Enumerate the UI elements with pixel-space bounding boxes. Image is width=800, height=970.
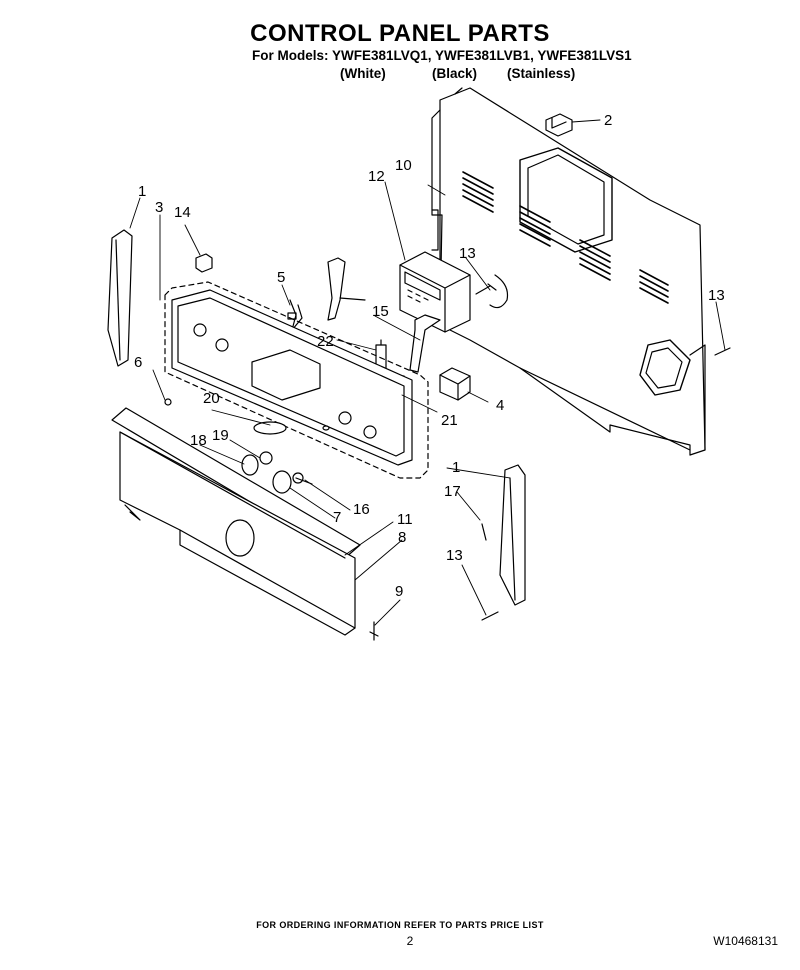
control-console-face xyxy=(171,289,413,466)
callout-9: 9 xyxy=(395,583,403,600)
page-title: CONTROL PANEL PARTS xyxy=(250,20,550,47)
callout-22: 22 xyxy=(317,333,334,350)
document-number: W10468131 xyxy=(713,934,778,948)
callout-8: 8 xyxy=(398,529,406,546)
rear-panel xyxy=(431,87,706,456)
callout-7: 7 xyxy=(333,509,341,526)
variant-black: (Black) xyxy=(432,66,478,81)
variant-white: (White) xyxy=(340,66,386,81)
callout-13-bottom: 13 xyxy=(446,547,463,564)
callout-11: 11 xyxy=(397,511,413,528)
manifold-panel xyxy=(111,407,361,636)
callout-14: 14 xyxy=(174,204,191,221)
page-number: 2 xyxy=(406,934,414,948)
callout-16: 16 xyxy=(353,501,370,518)
part-15-ribbon-cables xyxy=(327,257,441,373)
callout-13-board: 13 xyxy=(459,245,476,262)
knobs xyxy=(241,451,304,494)
callout-6: 6 xyxy=(134,354,142,371)
callout-12: 12 xyxy=(368,168,385,185)
callout-17: 17 xyxy=(444,483,461,500)
callout-2: 2 xyxy=(604,112,612,129)
leader-lines xyxy=(129,119,726,626)
callout-18: 18 xyxy=(190,432,207,449)
callout-20: 20 xyxy=(203,390,220,407)
variant-stainless: (Stainless) xyxy=(507,66,576,81)
part-1-right-end-cap xyxy=(499,464,526,606)
callout-4: 4 xyxy=(496,397,504,414)
part-12-electronic-control xyxy=(399,251,471,333)
callout-19: 19 xyxy=(212,427,229,444)
callout-10: 10 xyxy=(395,157,412,174)
callout-15: 15 xyxy=(372,303,389,320)
part-1-left-end-cap xyxy=(107,229,133,367)
callout-5: 5 xyxy=(277,269,285,286)
part-4-infinite-switch xyxy=(439,367,471,401)
callout-1-left: 1 xyxy=(138,183,146,200)
control-panel-assembly-outline xyxy=(164,281,429,479)
callout-1-right: 1 xyxy=(452,459,460,476)
grommet xyxy=(489,274,509,309)
callout-21: 21 xyxy=(441,412,458,429)
ordering-note: FOR ORDERING INFORMATION REFER TO PARTS … xyxy=(256,920,544,930)
models-line: For Models: YWFE381LVQ1, YWFE381LVB1, YW… xyxy=(252,48,632,63)
callout-3: 3 xyxy=(155,199,163,216)
part-2-clip xyxy=(545,113,573,137)
callout-13-right: 13 xyxy=(708,287,725,304)
part-14-clip xyxy=(195,253,213,273)
